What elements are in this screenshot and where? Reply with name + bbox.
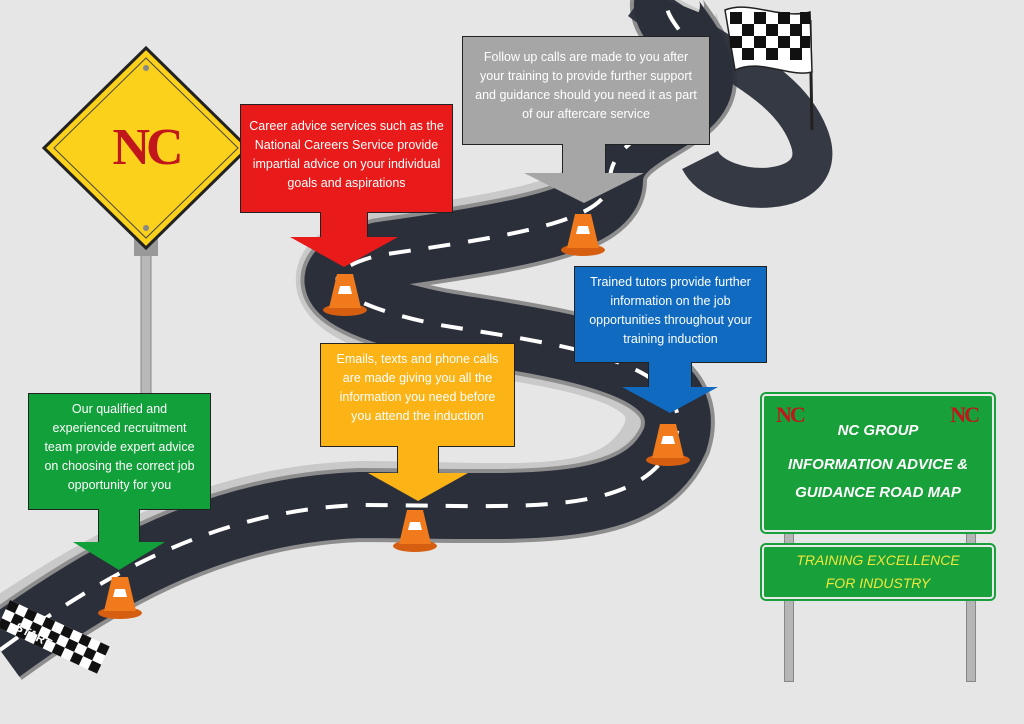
start-line-icon (0, 600, 110, 674)
sign-logo-left: NC (776, 402, 806, 427)
callout-careers-arrow-stem (320, 212, 368, 238)
callout-aftercare-arrow-stem (562, 144, 606, 174)
traffic-cone-icon (323, 274, 367, 316)
sign-subtitle-line2: GUIDANCE ROAD MAP (795, 484, 961, 501)
callout-recruitment-arrow-head (73, 542, 165, 570)
callout-tutors-arrow-stem (648, 362, 692, 388)
callout-recruitment-arrow-stem (98, 509, 140, 543)
tagline-line1: TRAINING EXCELLENCE (796, 552, 960, 568)
traffic-cone-icon (98, 577, 142, 619)
callout-tutors: Trained tutors provide further informati… (574, 266, 767, 363)
traffic-cone-icon (561, 214, 605, 256)
callout-tutors-arrow-head (622, 387, 718, 413)
callout-tutors-text: Trained tutors provide further informati… (589, 275, 752, 346)
callout-careers-text: Career advice services such as the Natio… (249, 119, 444, 190)
nc-road-sign (41, 45, 251, 411)
sign-title: NC GROUP (837, 422, 919, 439)
callout-careers: Career advice services such as the Natio… (240, 104, 453, 213)
tagline-sign: TRAINING EXCELLENCE FOR INDUSTRY (762, 545, 994, 599)
road-map-title-sign: NC NC NC GROUP INFORMATION ADVICE & GUID… (762, 394, 994, 532)
callout-induction-arrow-stem (397, 446, 439, 474)
callout-aftercare: Follow up calls are made to you after yo… (462, 36, 710, 145)
callout-induction: Emails, texts and phone calls are made g… (320, 343, 515, 447)
callout-aftercare-text: Follow up calls are made to you after yo… (475, 50, 697, 121)
traffic-cone-icon (393, 510, 437, 552)
sign-subtitle-line1: INFORMATION ADVICE & (788, 456, 968, 473)
callout-recruitment: Our qualified and experienced recruitmen… (28, 393, 211, 510)
tagline-line2: FOR INDUSTRY (825, 575, 931, 591)
sign-logo-right: NC (950, 402, 980, 427)
callout-aftercare-arrow-head (524, 173, 644, 203)
callout-induction-text: Emails, texts and phone calls are made g… (336, 352, 499, 423)
nc-logo: NC (112, 119, 183, 176)
traffic-cone-icon (646, 424, 690, 466)
callout-induction-arrow-head (368, 473, 468, 501)
finish-flag-icon (724, 6, 814, 131)
callout-recruitment-text: Our qualified and experienced recruitmen… (44, 402, 195, 492)
callout-careers-arrow-head (290, 237, 398, 267)
